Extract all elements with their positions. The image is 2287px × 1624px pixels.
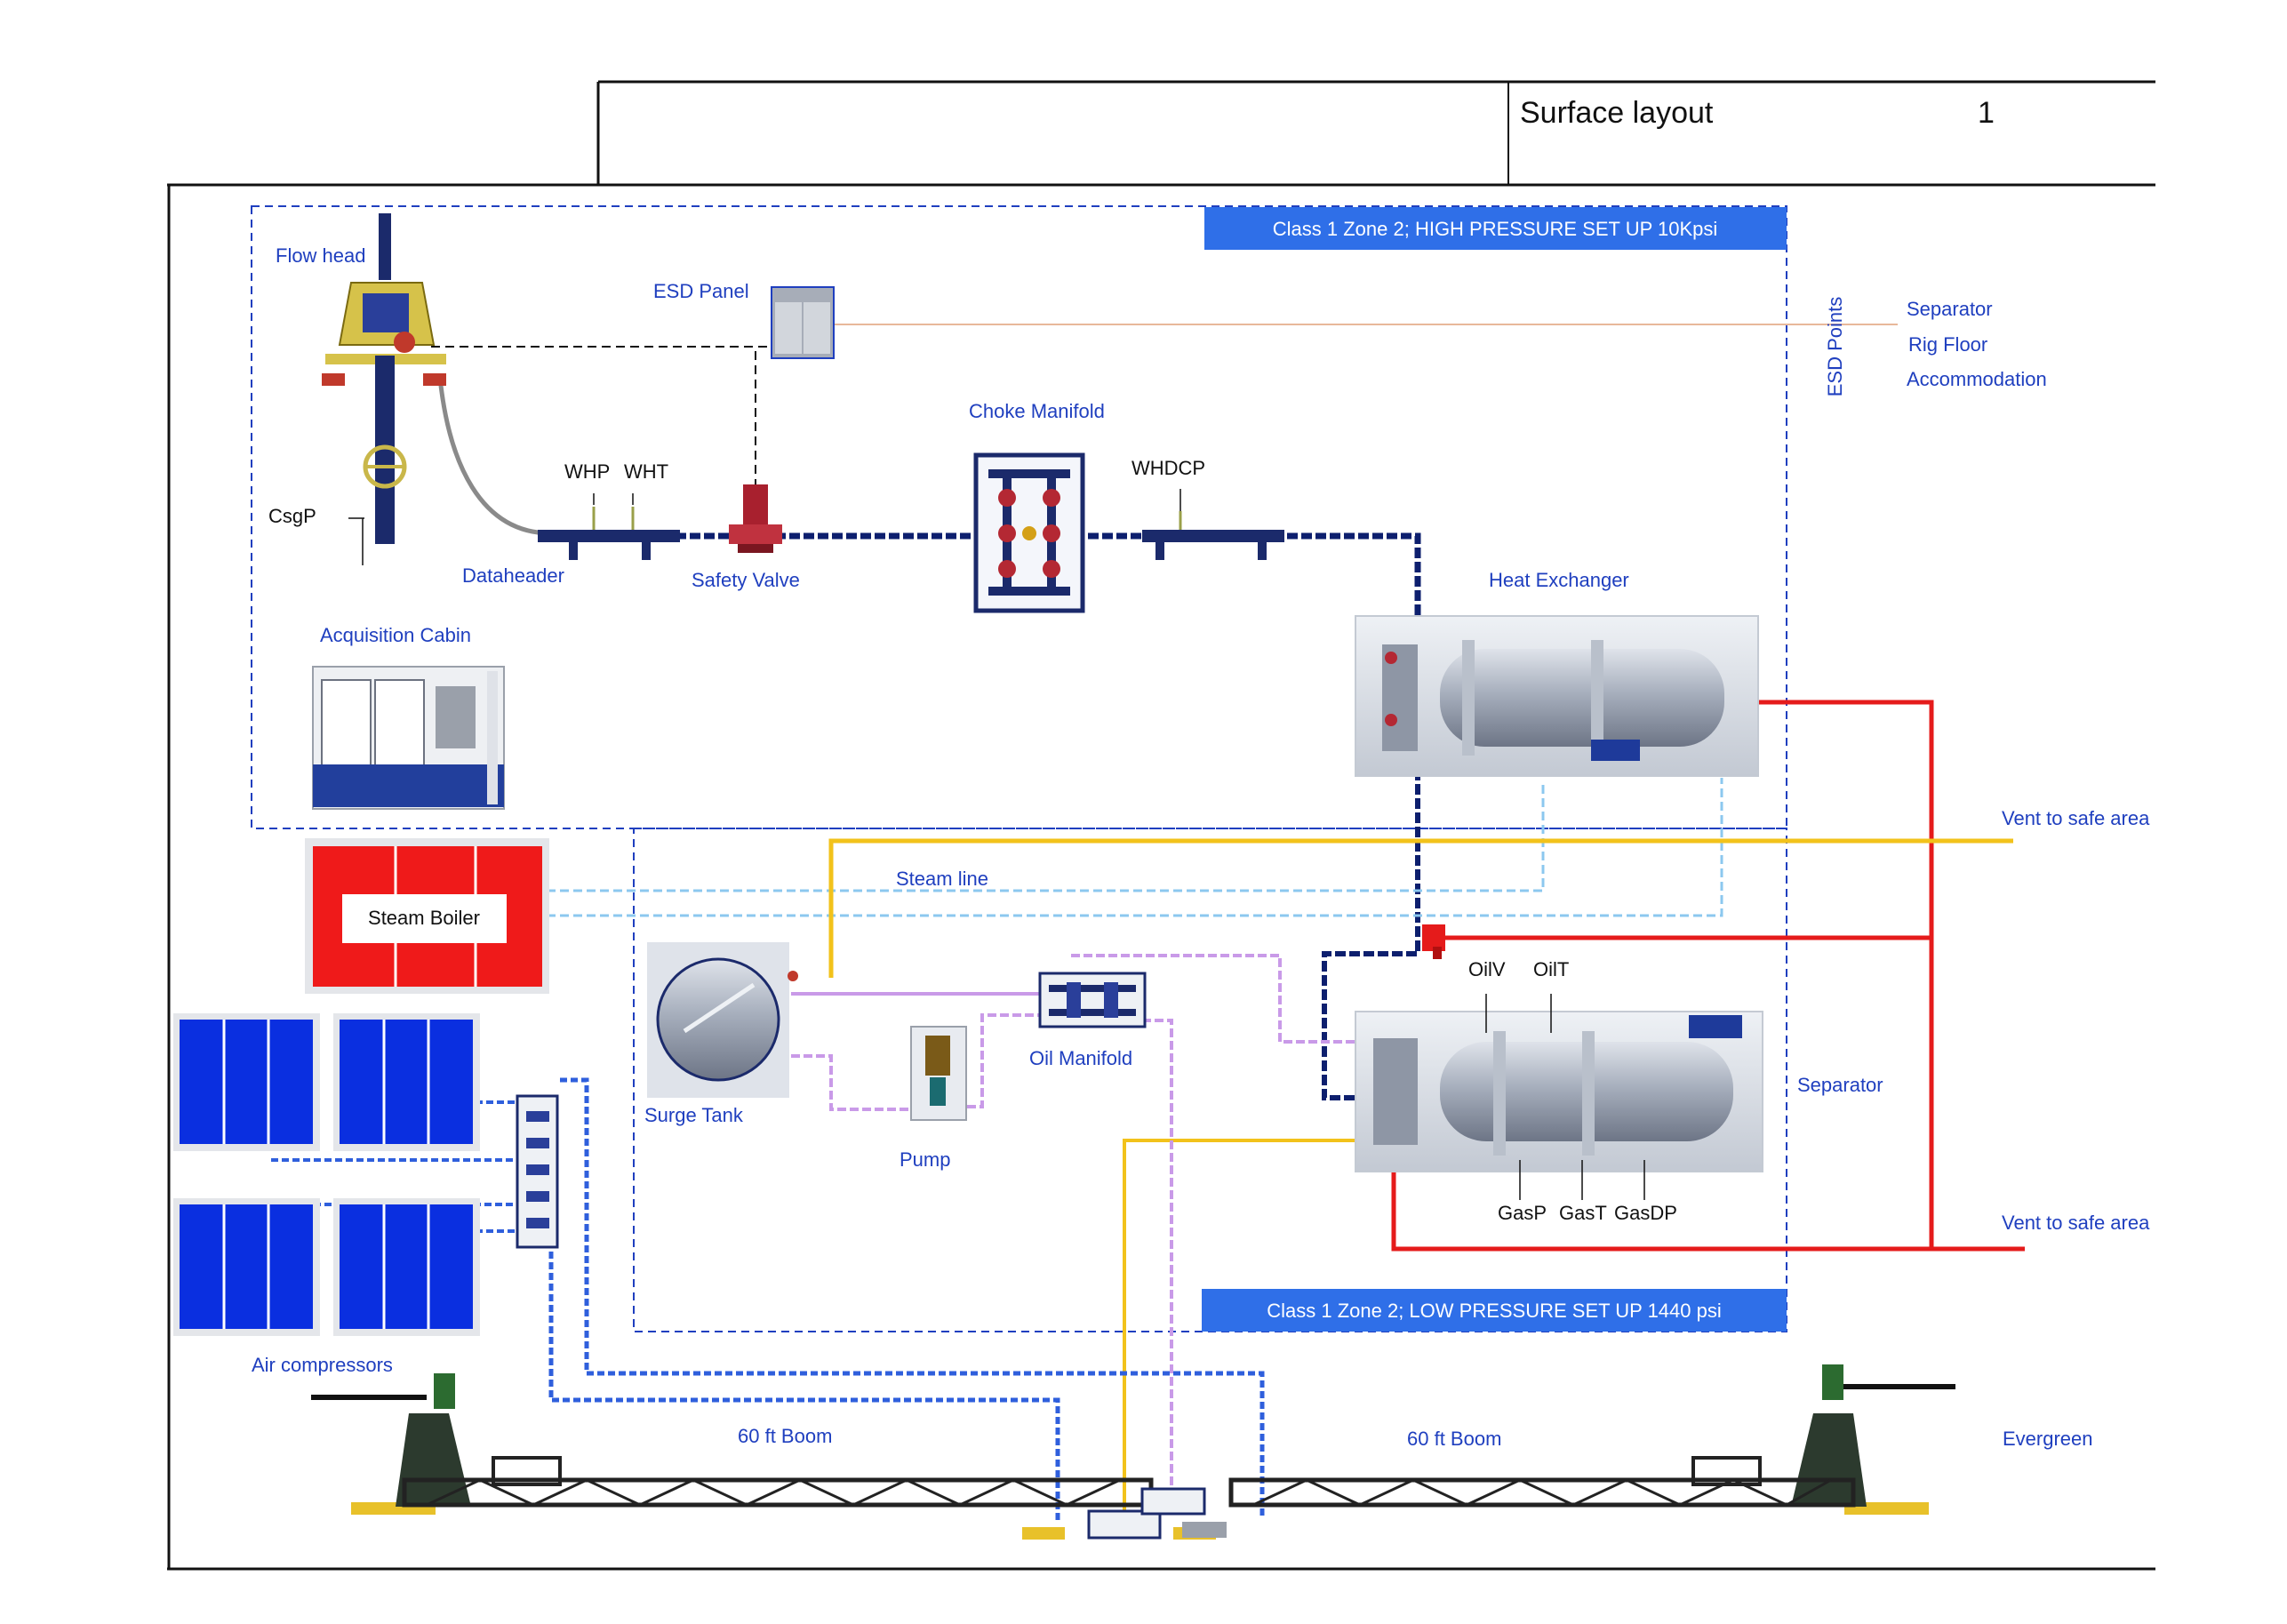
hp-zone-banner xyxy=(1204,207,1787,250)
hp-zone-label: Class 1 Zone 2; HIGH PRESSURE SET UP 10K… xyxy=(1273,218,1718,240)
safety-valve-label: Safety Valve xyxy=(692,569,800,591)
whp-label: WHP xyxy=(564,460,610,483)
esd-point-accommodation: Accommodation xyxy=(1907,368,2047,390)
burner-boom-left-icon xyxy=(311,1373,1154,1540)
flexible-hose xyxy=(437,377,552,536)
boom-right-label: 60 ft Boom xyxy=(1407,1428,1501,1450)
boom-left-label: 60 ft Boom xyxy=(738,1425,832,1447)
sheet-number: 1 xyxy=(1978,96,1995,130)
gasdp-label: GasDP xyxy=(1614,1202,1677,1224)
air-lines xyxy=(271,1077,1265,1522)
acquisition-cabin-label: Acquisition Cabin xyxy=(320,624,471,646)
high-pressure-zone: Class 1 Zone 2; HIGH PRESSURE SET UP 10K… xyxy=(251,205,1787,829)
flow-head-label: Flow head xyxy=(276,244,366,267)
lp-zone-label: Class 1 Zone 2; LOW PRESSURE SET UP 1440… xyxy=(1267,1300,1722,1322)
pump-icon xyxy=(910,1026,967,1121)
esd-panel-label: ESD Panel xyxy=(653,280,749,302)
air-compressors-label: Air compressors xyxy=(252,1354,393,1376)
choke-manifold-label: Choke Manifold xyxy=(969,400,1105,422)
oilv-label: OilV xyxy=(1468,958,1506,980)
oil-manifold-icon xyxy=(1038,972,1147,1028)
vent-label-upper: Vent to safe area xyxy=(2002,807,2150,829)
oil-manifold-label: Oil Manifold xyxy=(1029,1047,1132,1069)
air-compressor-unit xyxy=(333,1198,480,1336)
air-compressor-unit xyxy=(173,1198,320,1336)
csgp-label: CsgP xyxy=(268,505,316,527)
choke-manifold-icon xyxy=(973,452,1085,613)
air-compressors-icon xyxy=(173,1013,480,1336)
separator-vessel-icon xyxy=(1355,994,1763,1200)
esd-point-rig-floor: Rig Floor xyxy=(1908,333,1987,356)
steam-boiler-label: Steam Boiler xyxy=(368,907,480,929)
esd-point-separator: Separator xyxy=(1907,298,1993,320)
steam-line-label: Steam line xyxy=(896,868,988,890)
burner-boom-right-icon xyxy=(1173,1364,1955,1540)
pump-label: Pump xyxy=(900,1148,950,1171)
surge-tank-icon xyxy=(647,942,798,1098)
wht-label: WHT xyxy=(624,460,668,483)
vent-lines xyxy=(1391,700,2025,1252)
esd-points-label: ESD Points xyxy=(1824,297,1846,397)
evergreen-label: Evergreen xyxy=(2003,1428,2093,1450)
esd-signal-lines xyxy=(431,324,1898,493)
air-manifold-icon xyxy=(516,1094,559,1249)
heat-exchanger-label: Heat Exchanger xyxy=(1489,569,1629,591)
sheet-title: Surface layout xyxy=(1520,96,1714,130)
gasp-label: GasP xyxy=(1498,1202,1547,1224)
gas-lines xyxy=(828,838,2013,1529)
low-pressure-zone: Class 1 Zone 2; LOW PRESSURE SET UP 1440… xyxy=(633,828,1787,1332)
title-block: Surface layout 1 xyxy=(167,80,2155,187)
safety-valve-icon xyxy=(729,484,782,553)
oilt-label: OilT xyxy=(1533,958,1569,980)
vent-label-lower: Vent to safe area xyxy=(2002,1212,2150,1234)
whdcp-header-icon xyxy=(1142,489,1284,560)
flow-head-icon xyxy=(322,213,446,565)
steam-lines xyxy=(547,778,1723,917)
esd-panel-icon xyxy=(771,286,835,359)
surge-tank-label: Surge Tank xyxy=(644,1104,744,1126)
lp-zone-banner xyxy=(1202,1289,1787,1332)
drawing-frame xyxy=(167,185,2155,1571)
separator-label: Separator xyxy=(1797,1074,1883,1096)
dataheader-icon xyxy=(538,493,680,560)
gast-label: GasT xyxy=(1559,1202,1607,1224)
acquisition-cabin-icon xyxy=(312,666,505,810)
manifold-lines xyxy=(791,954,1360,1493)
steam-boiler-icon: Steam Boiler xyxy=(305,838,549,994)
whdcp-label: WHDCP xyxy=(1132,457,1205,479)
heat-exchanger-icon xyxy=(1355,615,1759,777)
boom-junction-icon xyxy=(1087,1487,1227,1540)
oil-line-to-separator xyxy=(1322,756,1420,1100)
relief-valve-icon xyxy=(1422,924,1445,959)
dataheader-label: Dataheader xyxy=(462,564,564,587)
air-compressor-unit xyxy=(333,1013,480,1151)
air-compressor-unit xyxy=(173,1013,320,1151)
